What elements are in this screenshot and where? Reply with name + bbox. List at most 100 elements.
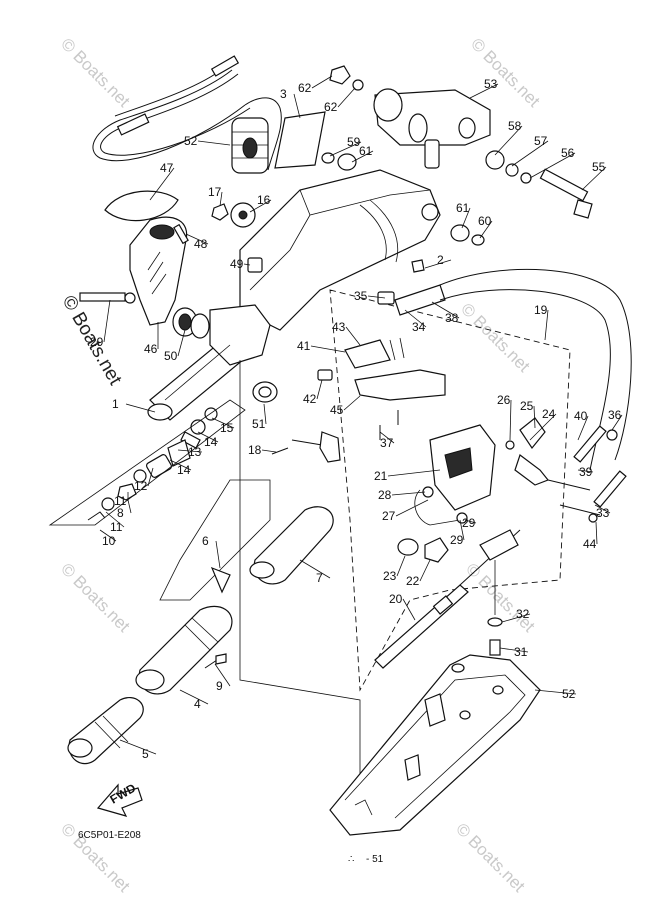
leader-line [169,459,192,471]
svg-text:- 51: - 51 [366,854,384,865]
callout-9: 9 [214,663,231,693]
callout-37: 37 [379,431,395,450]
callout-number: 52 [562,687,576,701]
callout-number: 39 [579,465,593,479]
leader-line [511,140,549,167]
leader-line [494,125,523,156]
leader-line [501,613,531,623]
callout-number: 19 [534,303,548,317]
callout-number: 7 [316,571,323,585]
leader-line [379,431,395,444]
callout-number: 49 [230,257,244,271]
callout-58: 58 [494,119,523,156]
callout-number: 29 [450,533,464,547]
footer-page: ∴ - 51 [348,854,384,865]
leader-line [149,167,175,201]
callout-17: 17 [208,185,223,207]
callout-40: 40 [574,409,589,441]
leader-line [337,87,356,108]
leader-line [577,415,589,441]
callout-39: 39 [577,465,594,479]
callout-23: 23 [383,555,406,583]
callout-18: 18 [248,443,277,457]
callout-12: 12 [134,467,154,493]
callout-number: 40 [574,409,588,423]
callout-55: 55 [581,160,607,191]
callout-19: 19 [534,303,549,341]
lever-17 [271,431,341,463]
callout-number: 22 [406,574,420,588]
callout-8: 8 [117,499,132,520]
callout-7: 7 [299,559,331,585]
callout-number: 5 [142,747,149,761]
fasteners-61-64 [321,65,485,246]
callout-number: 27 [382,509,396,523]
callout-32: 32 [501,607,531,623]
leader-line [177,449,203,453]
callout-11: 11 [114,492,129,508]
callout-27: 27 [382,499,429,523]
callout-number: 25 [520,399,534,413]
leader-line [351,150,374,163]
bolt-31 [79,292,210,339]
callout-number: 61 [456,201,470,215]
grommet-55 [231,117,269,174]
callout-62: 62 [324,87,356,114]
callout-59: 59 [329,135,362,157]
callout-50: 50 [164,329,186,363]
callout-24: 24 [529,407,557,441]
callout-number: 23 [383,569,397,583]
callout-10: 10 [99,529,117,548]
leader-line [147,467,154,487]
callout-number: 24 [542,407,556,421]
watermark: © Boats.net [452,819,529,896]
callout-number: 4 [194,697,201,711]
callout-number: 32 [516,607,530,621]
leader-line [127,499,132,514]
bracket-56 [373,88,491,169]
callout-number: 50 [164,349,178,363]
callout-44: 44 [583,521,598,551]
cables-right [439,268,632,523]
leader-line [125,403,156,413]
callout-13: 13 [177,445,203,459]
callout-number: 57 [534,134,548,148]
callout-5: 5 [119,739,157,761]
callout-number: 9 [216,679,223,693]
bolt-57-washers [485,150,593,219]
callout-16: 16 [249,193,272,213]
callout-number: 55 [592,160,606,174]
callout-number: 3 [280,87,287,101]
leader-line [419,559,431,582]
leader-line [179,689,209,705]
callout-60: 60 [478,214,493,239]
callout-number: 33 [596,506,610,520]
leader-line [595,521,598,545]
callout-62: 62 [298,75,333,95]
callout-number: 45 [330,403,344,417]
leader-line [177,329,186,357]
leader-line [534,689,577,695]
callout-61: 61 [351,144,374,163]
leader-line [533,405,536,429]
callout-number: 46 [144,342,158,356]
watermark: © Boats.net [57,34,134,111]
callout-20: 20 [389,592,416,621]
callout-35: 35 [354,289,386,303]
callout-1: 1 [112,397,156,413]
leader-line [215,540,221,569]
callout-number: 2 [437,253,444,267]
callout-number: 6 [202,534,209,548]
watermark: © Boats.net [467,34,544,111]
callout-47: 47 [149,161,175,201]
group-outline-20 [329,289,571,692]
leader-line [249,199,272,213]
leader-line [367,295,386,299]
callout-number: 58 [508,119,522,133]
callout-number: 37 [380,436,394,450]
svg-text:∴: ∴ [348,854,354,865]
callout-21: 21 [374,469,441,483]
callout-3: 3 [280,87,301,119]
callout-6: 6 [202,534,221,569]
callout-number: 52 [184,134,198,148]
